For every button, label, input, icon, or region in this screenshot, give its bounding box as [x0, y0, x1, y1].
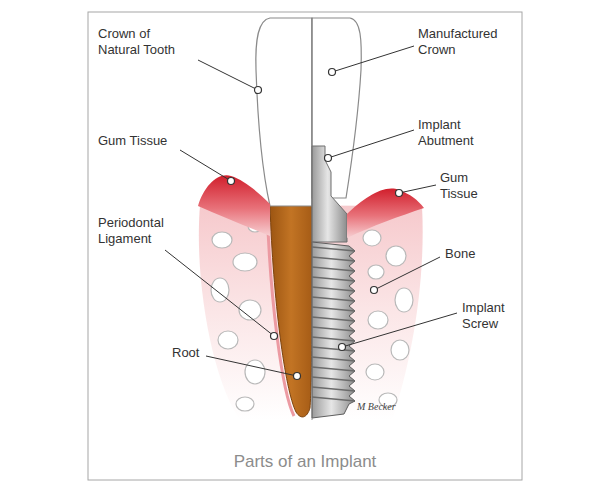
- bone-cell: [366, 364, 384, 380]
- leader-dot: [271, 333, 278, 340]
- bone-cell: [363, 230, 381, 246]
- leader-line: [399, 185, 436, 193]
- leader-dot: [329, 69, 336, 76]
- leader-line: [332, 46, 414, 72]
- natural-crown: [256, 18, 312, 206]
- bone-cell: [233, 253, 257, 271]
- caption: Parts of an Implant: [155, 452, 455, 472]
- leader-dot: [325, 155, 332, 162]
- leader-line: [374, 257, 440, 290]
- leader-line: [180, 150, 231, 181]
- bone-cell: [368, 265, 384, 279]
- bone-cell: [386, 246, 406, 266]
- artist-signature: M Becker: [357, 401, 417, 414]
- midline: [312, 18, 313, 420]
- screw-thread: [312, 327, 355, 331]
- leader-line: [206, 356, 297, 376]
- leader-line: [165, 250, 274, 336]
- screw-thread: [312, 377, 355, 381]
- leader-dot: [228, 178, 235, 185]
- leader-dot: [255, 87, 262, 94]
- part-label: Periodontal Ligament: [98, 215, 188, 248]
- screw-thread: [312, 397, 355, 401]
- soft-tissue: [199, 205, 423, 420]
- screw-thread: [312, 287, 355, 291]
- screw-thread: [312, 267, 355, 271]
- leader-lines: [165, 46, 457, 380]
- screw-thread: [312, 337, 355, 341]
- bone-cell: [391, 340, 409, 360]
- screw-thread: [312, 357, 355, 361]
- periodontal-ligament: [267, 205, 294, 416]
- gum-left: [198, 175, 270, 236]
- leader-line: [342, 313, 457, 347]
- part-label: Bone: [445, 246, 505, 262]
- bone-cell: [212, 232, 232, 248]
- part-label: Implant Screw: [462, 300, 517, 333]
- leader-dot: [294, 373, 301, 380]
- leader-line: [328, 130, 414, 158]
- part-label: Root: [172, 345, 212, 361]
- leader-dot: [339, 344, 346, 351]
- implant-abutment: [312, 146, 347, 242]
- part-label: Gum Tissue: [98, 133, 198, 149]
- leader-line: [198, 60, 258, 90]
- part-label: Manufactured Crown: [418, 26, 508, 59]
- screw-thread: [312, 307, 355, 311]
- tooth-root: [270, 205, 312, 417]
- leader-dot: [396, 190, 403, 197]
- screw-thread: [312, 317, 355, 321]
- implant-screw: [312, 242, 355, 418]
- screw-thread: [312, 247, 355, 251]
- bone-cell: [236, 397, 254, 411]
- frame: [88, 12, 522, 480]
- leader-dot: [371, 287, 378, 294]
- bone-cell: [395, 288, 413, 312]
- screw-thread: [312, 347, 355, 351]
- screw-body: [312, 242, 355, 418]
- part-label: Implant Abutment: [418, 117, 498, 150]
- screw-thread: [312, 367, 355, 371]
- gum-right: [347, 189, 424, 238]
- bone-cell: [245, 360, 265, 384]
- part-label: Gum Tissue: [440, 170, 490, 203]
- screw-thread: [312, 297, 355, 301]
- bone-cell: [368, 311, 388, 329]
- part-label: Crown of Natural Tooth: [98, 26, 193, 59]
- screw-thread: [312, 277, 355, 281]
- screw-thread: [312, 257, 355, 261]
- bone-cell: [218, 331, 238, 349]
- screw-thread: [312, 387, 355, 391]
